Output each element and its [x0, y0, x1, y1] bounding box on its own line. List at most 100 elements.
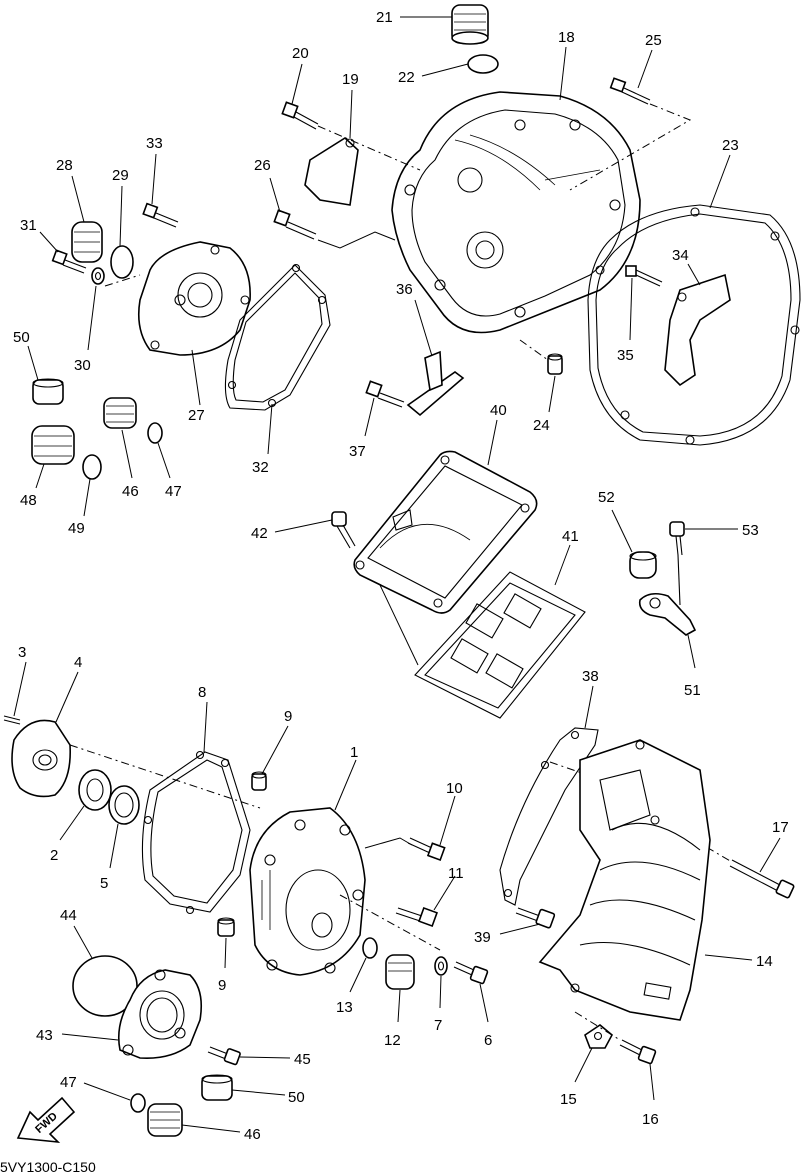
label-29: 29	[112, 167, 129, 184]
label-47-lower: 47	[60, 1074, 77, 1091]
label-14: 14	[756, 953, 773, 970]
part-30-washer	[91, 267, 105, 285]
part-10-bolt	[407, 837, 446, 861]
label-32: 32	[252, 459, 269, 476]
part-51-bracket	[638, 592, 697, 636]
label-31: 31	[20, 217, 37, 234]
label-52: 52	[598, 489, 615, 506]
part-12-plug	[385, 954, 415, 990]
part-18-crankcase-cover	[391, 91, 641, 334]
part-34-plate	[664, 273, 731, 387]
label-28: 28	[56, 157, 73, 174]
label-43: 43	[36, 1027, 53, 1044]
label-18: 18	[558, 29, 575, 46]
label-8: 8	[198, 684, 206, 701]
part-19-bracket	[304, 136, 359, 206]
part-3-pin	[3, 715, 21, 725]
label-33: 33	[146, 135, 163, 152]
label-50-upper: 50	[13, 329, 30, 346]
label-17: 17	[772, 819, 789, 836]
label-35: 35	[617, 347, 634, 364]
part-28-plug	[71, 221, 103, 263]
label-7: 7	[434, 1017, 442, 1034]
part-46-plug-lower	[147, 1103, 183, 1137]
label-26: 26	[254, 157, 271, 174]
label-46-lower: 46	[244, 1126, 261, 1143]
label-21: 21	[376, 9, 393, 26]
label-10: 10	[446, 780, 463, 797]
part-2-bearing	[78, 769, 112, 811]
part-1-crankcase-cover	[249, 807, 366, 976]
part-37-bolt	[365, 380, 405, 408]
part-32-gasket	[224, 263, 331, 411]
label-48: 48	[20, 492, 37, 509]
part-47-o-ring-upper	[147, 422, 163, 444]
label-34: 34	[672, 247, 689, 264]
part-45-bolt	[207, 1046, 241, 1066]
part-22-o-ring	[467, 54, 499, 74]
part-53-bolt	[669, 521, 685, 606]
label-49: 49	[68, 520, 85, 537]
part-49-o-ring	[82, 454, 102, 480]
part-46-plug-upper	[103, 397, 137, 429]
part-20-bolt	[281, 101, 319, 130]
label-53: 53	[742, 522, 759, 539]
part-50-plug-upper	[32, 378, 64, 405]
part-48-plug	[31, 425, 75, 465]
label-23: 23	[722, 137, 739, 154]
part-39-bolt	[515, 907, 556, 929]
label-40: 40	[490, 402, 507, 419]
part-40-cover	[353, 450, 538, 614]
label-44: 44	[60, 907, 77, 924]
part-11-bolt	[395, 907, 438, 927]
part-36-bracket	[406, 350, 465, 417]
part-17-bolt	[729, 859, 795, 899]
part-31-bolt	[51, 249, 87, 274]
label-12: 12	[384, 1032, 401, 1049]
label-24: 24	[533, 417, 550, 434]
label-15: 15	[560, 1091, 577, 1108]
part-41-gasket	[414, 571, 586, 719]
label-27: 27	[188, 407, 205, 424]
part-25-bolt	[609, 77, 651, 105]
label-16: 16	[642, 1111, 659, 1128]
label-5: 5	[100, 875, 108, 892]
label-2: 2	[50, 847, 58, 864]
label-42: 42	[251, 525, 268, 542]
part-9-dowel-lower	[217, 917, 235, 937]
part-24-dowel	[547, 353, 563, 375]
part-27-cover	[137, 241, 251, 356]
label-4: 4	[74, 654, 82, 671]
part-38-gasket	[499, 727, 599, 906]
label-20: 20	[292, 45, 309, 62]
part-23-gasket	[587, 204, 801, 446]
part-15-clip	[584, 1024, 614, 1049]
part-33-bolt	[142, 202, 179, 228]
label-50-lower: 50	[288, 1089, 305, 1106]
label-47-upper: 47	[165, 483, 182, 500]
part-13-o-ring	[362, 937, 378, 959]
label-22: 22	[398, 69, 415, 86]
label-38: 38	[582, 668, 599, 685]
fwd-arrow-icon: FWD	[16, 1096, 76, 1144]
label-51: 51	[684, 682, 701, 699]
part-26-bolt	[273, 209, 317, 240]
label-9-lower: 9	[218, 977, 226, 994]
label-3: 3	[18, 644, 26, 661]
part-6-bolt	[453, 961, 489, 985]
part-21-plug	[451, 4, 489, 45]
label-45: 45	[294, 1051, 311, 1068]
label-1: 1	[350, 744, 358, 761]
part-35-screw	[625, 265, 663, 287]
part-42-screw	[331, 511, 356, 549]
label-37: 37	[349, 443, 366, 460]
part-47-o-ring-lower	[130, 1093, 146, 1113]
part-16-bolt	[619, 1039, 657, 1065]
label-13: 13	[336, 999, 353, 1016]
part-7-washer	[434, 956, 448, 976]
part-4-rotor	[11, 719, 72, 798]
label-39: 39	[474, 929, 491, 946]
label-25: 25	[645, 32, 662, 49]
label-6: 6	[484, 1032, 492, 1049]
part-52-grommet	[629, 551, 657, 579]
